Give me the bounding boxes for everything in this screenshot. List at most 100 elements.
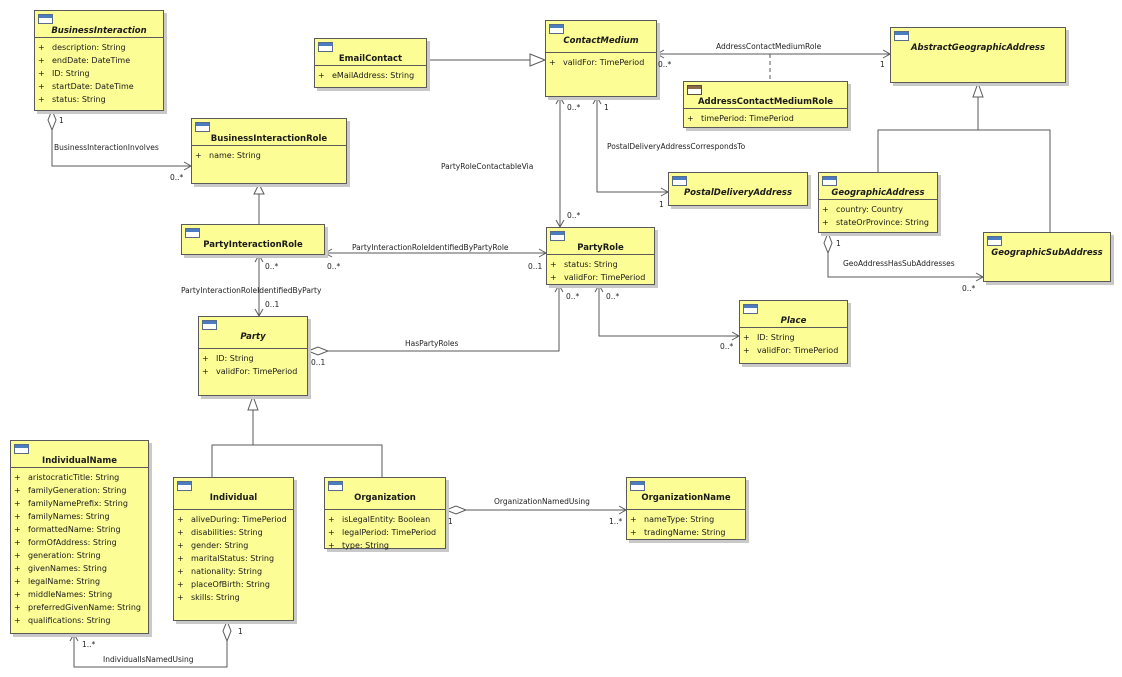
class-geographic-sub-address[interactable]: GeographicSubAddress [983, 232, 1111, 282]
arrow-head [69, 632, 79, 642]
attribute: +skills: String [177, 593, 240, 602]
visibility-marker: + [195, 151, 202, 160]
class-name: BusinessInteractionRole [210, 134, 328, 144]
attribute: +validFor: TimePeriod [202, 367, 298, 376]
visibility-marker: + [38, 69, 45, 78]
multiplicity-label: 0..1 [265, 300, 280, 309]
attribute: +generation: String [14, 551, 101, 560]
attribute: +validFor: TimePeriod [743, 346, 839, 355]
multiplicity-label: 0..* [265, 262, 279, 271]
visibility-marker: + [177, 554, 184, 563]
class-geographic-address[interactable]: GeographicAddress +country: Country +sta… [818, 172, 938, 233]
business-interaction-involves-line [51, 130, 191, 167]
attribute: +qualifications: String [14, 616, 111, 625]
class-name: GeographicAddress [831, 188, 925, 198]
attribute: +validFor: TimePeriod [550, 273, 646, 282]
class-party-role[interactable]: PartyRole +status: String +validFor: Tim… [546, 227, 655, 285]
attribute: +ID: String [202, 354, 254, 363]
attribute: +status: String [38, 95, 106, 104]
association-label: IndividualIsNamedUsing [103, 655, 194, 664]
association-label: PostalDeliveryAddressCorrespondsTo [607, 142, 746, 151]
attribute: +status: String [550, 260, 618, 269]
visibility-marker: + [14, 616, 21, 625]
attribute-compartment: +timePeriod: TimePeriod [684, 108, 847, 125]
class-individual-name[interactable]: IndividualName +aristocraticTitle: Strin… [10, 440, 149, 634]
attribute: +aristocraticTitle: String [14, 473, 120, 482]
attribute: +tradingName: String [630, 528, 726, 537]
class-organization-name[interactable]: OrganizationName +nameType: String +trad… [626, 477, 746, 540]
attribute: +preferredGivenName: String [14, 603, 141, 612]
attribute: +isLegalEntity: Boolean [328, 515, 431, 524]
class-name: PostalDeliveryAddress [683, 188, 793, 198]
visibility-marker: + [630, 515, 637, 524]
visibility-marker: + [14, 499, 21, 508]
attribute: +formOfAddress: String [14, 538, 117, 547]
visibility-marker: + [14, 525, 21, 534]
attribute: +nationality: String [177, 567, 263, 576]
visibility-marker: + [822, 205, 829, 214]
arrow-head [554, 283, 564, 293]
individual-is-named-using-line [73, 634, 228, 668]
multiplicity-label: 0..* [720, 342, 734, 351]
class-place[interactable]: Place +ID: String +validFor: TimePeriod [739, 300, 848, 364]
attribute: +middleNames: String [14, 590, 113, 599]
class-address-contact-medium-role[interactable]: AddressContactMediumRole +timePeriod: Ti… [683, 81, 848, 128]
class-icon [195, 122, 210, 132]
class-name: Place [780, 316, 807, 326]
class-icon [743, 304, 758, 314]
visibility-marker: + [549, 58, 556, 67]
class-organization[interactable]: Organization +isLegalEntity: Boolean +le… [324, 477, 446, 550]
attribute: +stateOrProvince: String [822, 218, 930, 227]
class-icon [672, 176, 687, 186]
arrow-head [555, 95, 565, 105]
attribute: +timePeriod: TimePeriod [687, 114, 794, 123]
visibility-marker: + [743, 333, 750, 342]
association-label: PartyInteractionRoleIdentifiedByPartyRol… [352, 243, 509, 252]
attribute: +startDate: DateTime [38, 82, 134, 91]
visibility-marker: + [687, 114, 694, 123]
class-business-interaction[interactable]: BusinessInteraction +description: String… [34, 10, 164, 111]
arrow-head [655, 49, 665, 59]
association-class-icon [687, 85, 702, 95]
multiplicity-label: 1 [238, 627, 243, 636]
class-party[interactable]: Party +ID: String +validFor: TimePeriod [198, 316, 308, 396]
aggregation-diamond [823, 231, 833, 255]
attribute: +ID: String [38, 69, 90, 78]
class-icon [38, 14, 53, 24]
class-abstract-geographic-address[interactable]: AbstractGeographicAddress [890, 27, 1066, 83]
visibility-marker: + [38, 43, 45, 52]
attribute: +maritalStatus: String [177, 554, 275, 563]
multiplicity-label: 0..* [606, 292, 620, 301]
attribute-compartment: +aliveDuring: TimePeriod +disabilities: … [174, 509, 293, 604]
visibility-marker: + [14, 512, 21, 521]
class-name: ContactMedium [563, 36, 639, 46]
class-email-contact[interactable]: EmailContact +eMailAddress: String [314, 38, 427, 88]
aggregation-diamond [47, 108, 57, 132]
class-business-interaction-role[interactable]: BusinessInteractionRole +name: String [191, 118, 347, 184]
visibility-marker: + [177, 580, 184, 589]
visibility-marker: + [14, 486, 21, 495]
aggregation-diamond [222, 619, 232, 643]
multiplicity-label: 1 [604, 103, 609, 112]
visibility-marker: + [743, 346, 750, 355]
attribute: +ID: String [743, 333, 795, 342]
class-individual[interactable]: Individual +aliveDuring: TimePeriod +dis… [173, 477, 294, 621]
class-icon [550, 231, 565, 241]
attribute: +validFor: TimePeriod [549, 58, 645, 67]
attribute: +familyNames: String [14, 512, 110, 521]
class-contact-medium[interactable]: ContactMedium +validFor: TimePeriod [545, 20, 657, 97]
visibility-marker: + [38, 82, 45, 91]
attribute: +placeOfBirth: String [177, 580, 270, 589]
attribute-compartment: +ID: String +validFor: TimePeriod [740, 327, 847, 357]
association-label: PartyRoleContactableVia [441, 162, 534, 171]
multiplicity-label: 1..* [82, 640, 96, 649]
class-name: IndividualName [42, 456, 117, 466]
class-name: Organization [354, 493, 416, 503]
attribute: +disabilities: String [177, 528, 263, 537]
generalization-triangle [247, 394, 259, 411]
class-postal-delivery-address[interactable]: PostalDeliveryAddress [668, 172, 808, 206]
class-name: GeographicSubAddress [991, 248, 1103, 258]
attribute: +type: String [328, 541, 389, 550]
class-party-interaction-role[interactable]: PartyInteractionRole [181, 224, 325, 255]
